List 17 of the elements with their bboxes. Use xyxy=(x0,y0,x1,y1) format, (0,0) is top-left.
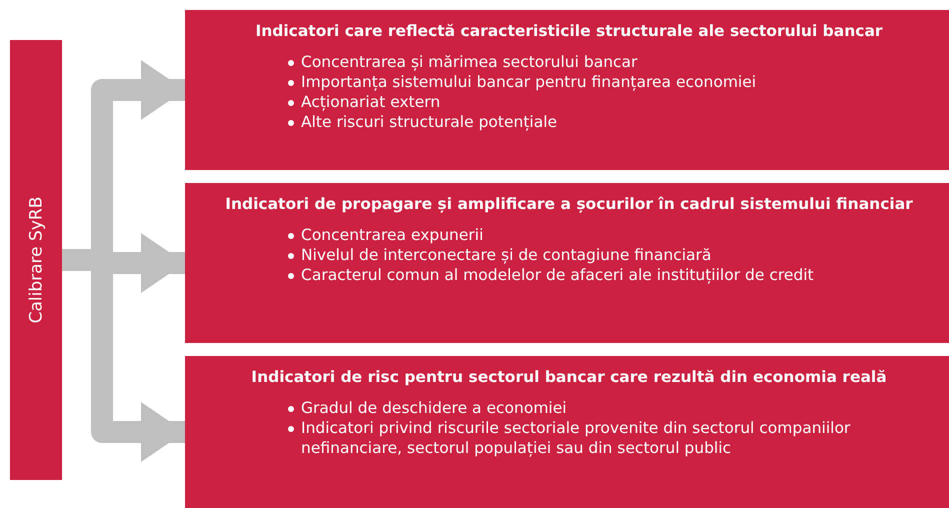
bullet-item: Nivelul de interconectare și de contagiune financiară xyxy=(287,245,943,265)
box-heading: Indicatori de risc pentru sectorul bancar care rezultă din economia reală xyxy=(250,368,888,386)
side-bar xyxy=(10,40,62,480)
bullet-item: Acționariat extern xyxy=(287,92,943,112)
bullet-item: Gradul de deschidere a economiei xyxy=(287,398,943,418)
category-box xyxy=(185,356,949,508)
bullet-item: Concentrarea și mărimea sectorului bancar xyxy=(287,52,943,72)
category-box xyxy=(185,10,949,170)
bullet-item: Concentrarea expunerii xyxy=(287,225,943,245)
bullet-item: Alte riscuri structurale potențiale xyxy=(287,112,943,132)
bullet-item: Importanța sistemului bancar pentru finanțarea economiei xyxy=(287,72,943,92)
bullet-item: Indicatori privind riscurile sectoriale provenite din sectorul companiilor nefinanciare, sectorul populației sau din sectorul public xyxy=(287,418,943,458)
bullet-item: Caracterul comun al modelelor de afaceri ale instituțiilor de credit xyxy=(287,265,943,285)
side-title: Calibrare SyRB xyxy=(26,196,46,324)
box-heading: Indicatori care reflectă caracteristicile structurale ale sectorului bancar xyxy=(254,22,884,40)
box-heading: Indicatori de propagare și amplificare a șocurilor în cadrul sistemului financiar xyxy=(224,195,914,213)
category-box xyxy=(185,183,949,343)
